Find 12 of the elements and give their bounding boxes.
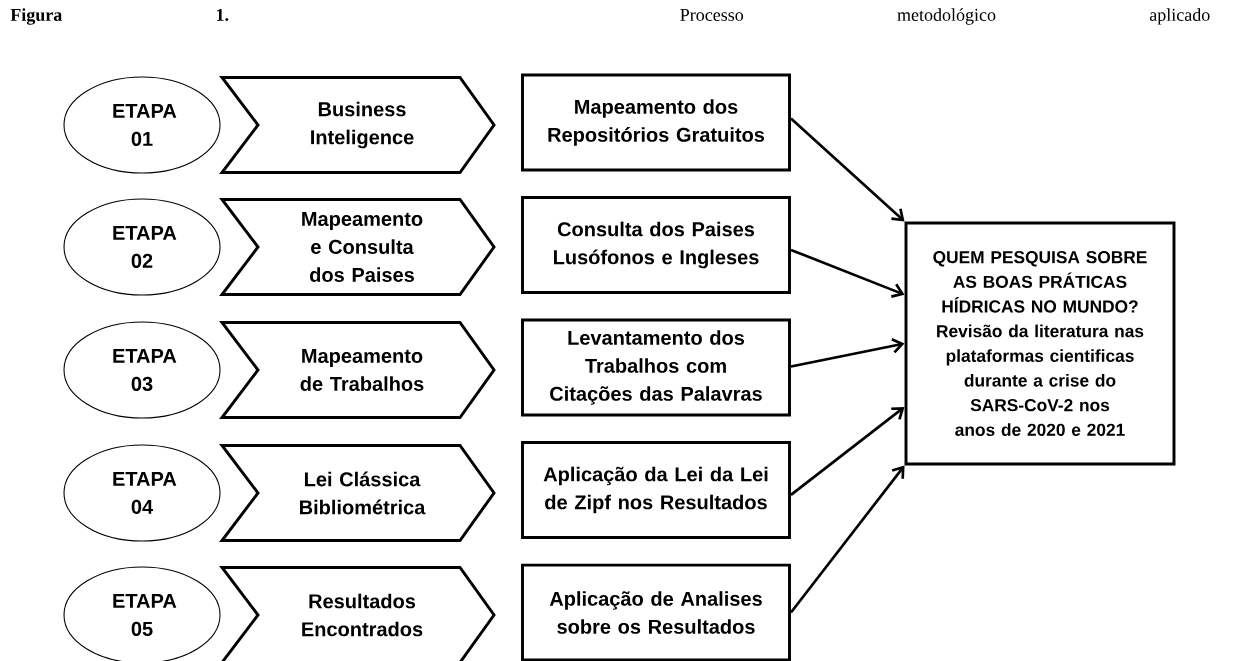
process-box: Mapeamento dos Repositórios Gratuitos	[521, 73, 791, 172]
arrow	[790, 117, 905, 222]
arrow	[790, 248, 905, 298]
arrow	[789, 465, 905, 614]
arrow	[790, 406, 905, 496]
process-box: Levantamento dos Trabalhos com Citações das Palavras	[521, 318, 791, 417]
result-box: QUEM PESQUISA SOBRE AS BOAS PRÁTICAS HÍDRICAS NO MUNDO? Revisão da literatura nas plataformas cientificas durante a crise do SARS-CoV-2 nos anos de 2020 e 2021	[904, 221, 1176, 466]
process-box: Consulta dos Paises Lusófonos e Ingleses	[521, 196, 791, 294]
process-box: Aplicação de Analises sobre os Resultados	[521, 563, 791, 661]
process-box: Aplicação da Lei da Lei de Zipf nos Resultados	[521, 441, 791, 539]
figure-title: Figura 1. Processo metodológico aplicado	[10, 8, 1210, 25]
arrow	[790, 338, 905, 368]
